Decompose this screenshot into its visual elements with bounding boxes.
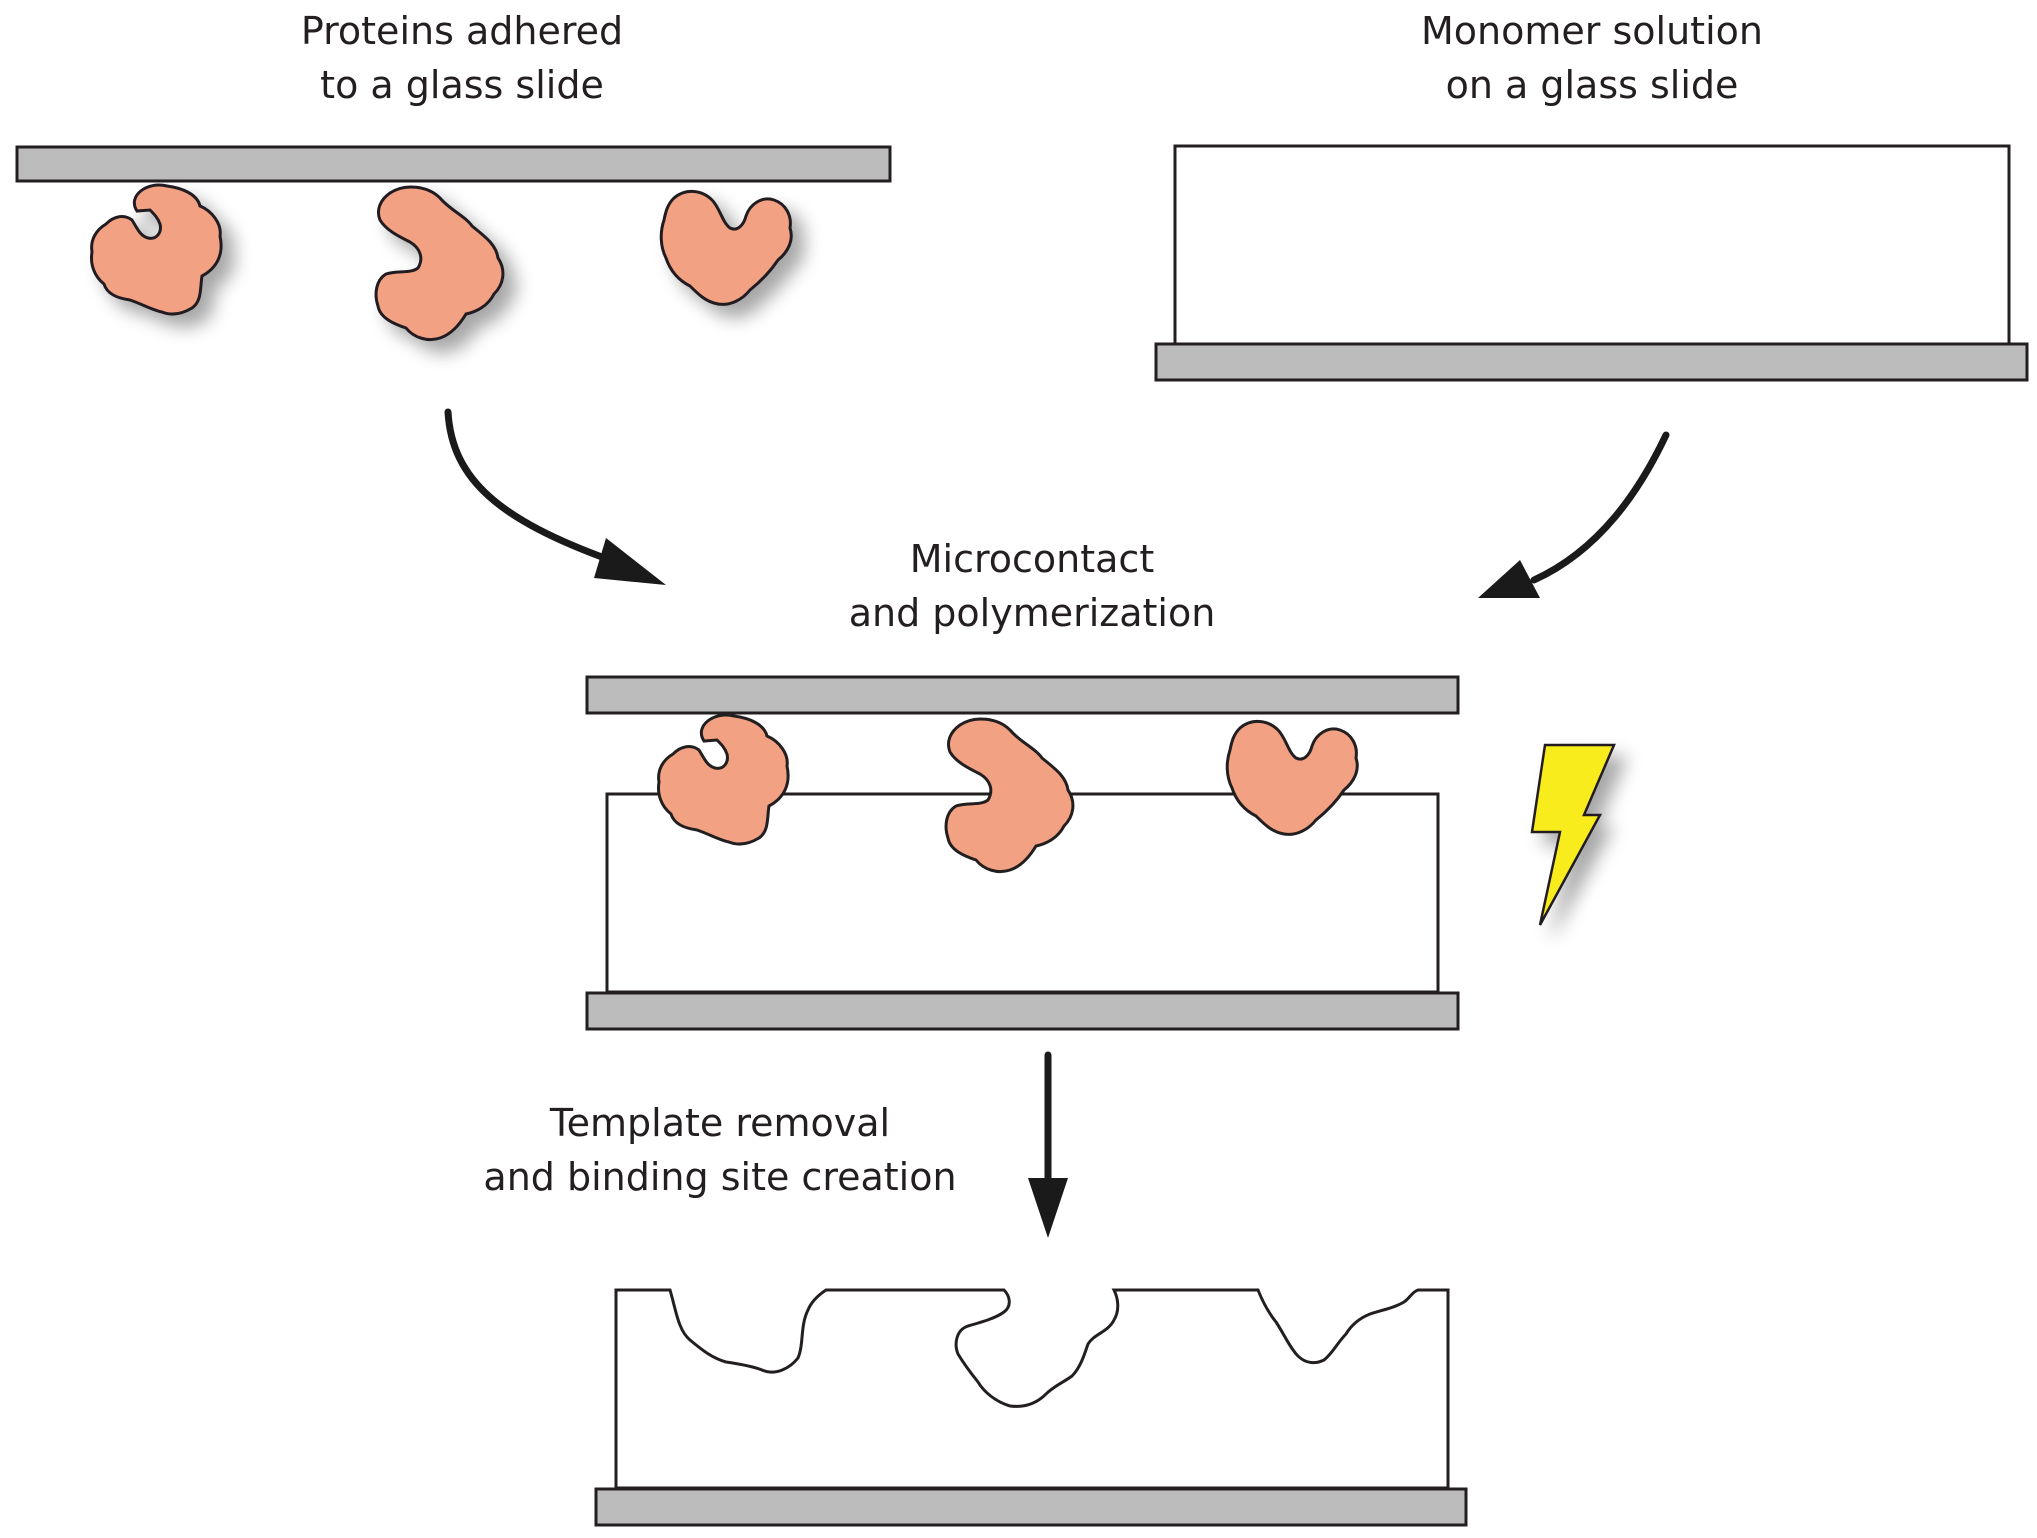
- monomer-label-line1: Monomer solution: [1421, 9, 1763, 53]
- template-label-line2: and binding site creation: [483, 1155, 956, 1199]
- lightning-bolt-icon: [1530, 743, 1616, 926]
- proteins-label-line2: to a glass slide: [320, 63, 604, 107]
- glass-slide-top-left: [15, 145, 892, 183]
- protein-2: [374, 185, 505, 342]
- monomer-label-line2: on a glass slide: [1446, 63, 1739, 107]
- protein-1: [90, 183, 223, 316]
- protein-slide-panel: [15, 145, 892, 342]
- protein-3: [659, 189, 793, 306]
- microcontact-label-line1: Microcontact: [910, 537, 1154, 581]
- microcontact-assembly: [585, 675, 1616, 1031]
- template-label-line1: Template removal: [549, 1101, 890, 1145]
- arrow-down: [1028, 1051, 1068, 1238]
- imprinted-polymer-panel: [594, 1288, 1468, 1527]
- monomer-solution-layer: [1173, 144, 2011, 346]
- glass-slide-middle-bottom: [585, 991, 1460, 1031]
- microcontact-label-line2: and polymerization: [849, 591, 1216, 635]
- arrow-left-to-center: [444, 408, 666, 585]
- arrow-right-to-center: [1478, 431, 1670, 598]
- proteins-label-line1: Proteins adhered: [301, 9, 623, 53]
- glass-slide-top-right: [1154, 342, 2029, 382]
- glass-slide-bottom: [594, 1487, 1468, 1527]
- imprinted-polymer-layer: [614, 1288, 1450, 1490]
- monomer-slide-panel: [1154, 144, 2029, 382]
- glass-slide-middle-top: [585, 675, 1460, 715]
